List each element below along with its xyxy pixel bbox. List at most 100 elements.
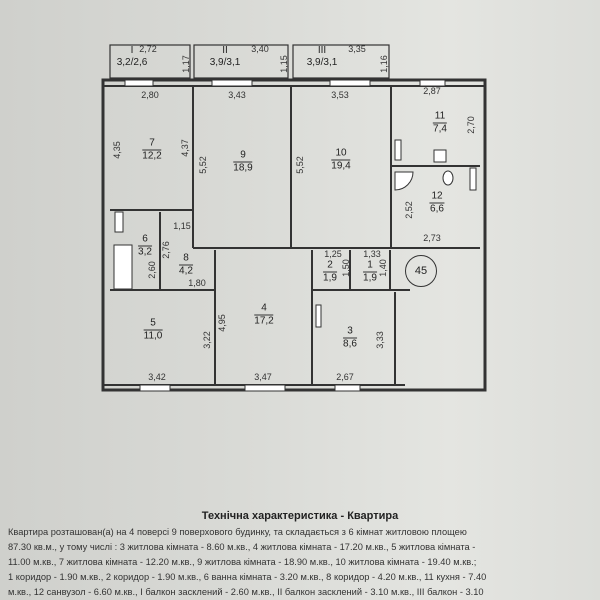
window <box>329 79 371 87</box>
window <box>244 384 286 392</box>
radiator <box>394 139 402 161</box>
dimension: 2,76 <box>161 241 171 259</box>
dimension: 1,50 <box>341 259 351 277</box>
dimension: 3,22 <box>202 331 212 349</box>
room-number: 5 <box>143 318 163 331</box>
room-number: 4 <box>254 303 274 316</box>
dimension: 1,15 <box>279 55 289 73</box>
dimension: 4,35 <box>112 141 122 159</box>
room-number: 12 <box>429 190 445 204</box>
balcony-3-label: III 3,9/3,1 <box>307 45 338 69</box>
balcony-3-outline <box>292 44 390 79</box>
room-area: 6,6 <box>430 203 444 215</box>
dimension: 1,17 <box>181 55 191 73</box>
room-area: 19,4 <box>331 160 351 172</box>
radiator <box>315 304 322 328</box>
room-number: 2 <box>323 260 337 273</box>
dimension: 3,42 <box>148 372 166 382</box>
toilet <box>442 170 454 186</box>
window <box>334 384 361 392</box>
radiator <box>469 167 477 191</box>
balcony-number: II <box>222 45 228 56</box>
dimension: 3,47 <box>254 372 272 382</box>
balcony-number: I <box>130 45 134 56</box>
apartment-number-badge: 45 <box>405 255 437 287</box>
window <box>124 79 154 87</box>
dimension: 5,52 <box>198 156 208 174</box>
document-title: Технічна характеристика - Квартира <box>201 510 399 522</box>
dimension: 2,80 <box>141 90 159 100</box>
dimension: 1,40 <box>378 259 388 277</box>
room-area: 18,9 <box>233 162 253 174</box>
bathtub <box>113 244 133 290</box>
document-body: Квартира розташован(а) на 4 поверсі 9 по… <box>8 527 487 597</box>
balcony-1-outline <box>109 44 191 79</box>
room-number: 11 <box>432 110 448 124</box>
dimension: 2,73 <box>423 233 441 243</box>
stove <box>433 149 447 163</box>
room-area: 8,6 <box>343 338 357 350</box>
window <box>419 79 446 87</box>
radiator <box>114 211 124 233</box>
room-number: 8 <box>179 253 193 266</box>
balcony-2-outline <box>193 44 289 79</box>
room-number: 10 <box>331 148 351 161</box>
balcony-area: 3,2/2,6 <box>116 57 148 68</box>
shower <box>394 171 414 191</box>
room-area: 1,9 <box>363 272 377 284</box>
room-area: 7,4 <box>433 123 447 135</box>
room-number: 3 <box>343 326 357 339</box>
room-number: 7 <box>142 138 162 151</box>
window <box>139 384 171 392</box>
balcony-area: 3,9/3,1 <box>306 57 338 68</box>
outer-wall <box>101 78 487 392</box>
dimension: 3,35 <box>348 44 366 54</box>
dimension: 2,67 <box>336 372 354 382</box>
room-area: 3,2 <box>138 246 152 258</box>
dimension: 2,72 <box>139 44 157 54</box>
window <box>211 79 253 87</box>
room-area: 11,0 <box>143 330 163 342</box>
balcony-area: 3,9/3,1 <box>209 57 241 68</box>
dimension: 1,80 <box>188 278 206 288</box>
balcony-1-label: I 3,2/2,6 <box>117 45 148 69</box>
dimension: 4,37 <box>180 139 190 157</box>
dimension: 1,15 <box>173 221 191 231</box>
room-number: 6 <box>138 234 152 247</box>
room-area: 12,2 <box>142 150 162 162</box>
dimension: 1,25 <box>324 249 342 259</box>
room-number: 1 <box>363 260 377 273</box>
dimension: 2,60 <box>147 261 157 279</box>
room-area: 1,9 <box>323 272 337 284</box>
dimension: 1,16 <box>379 55 389 73</box>
dimension: 3,43 <box>228 90 246 100</box>
dimension: 1,33 <box>363 249 381 259</box>
dimension: 5,52 <box>295 156 305 174</box>
balcony-number: III <box>317 45 327 56</box>
dimension: 2,70 <box>466 116 476 134</box>
dimension: 2,52 <box>404 201 414 219</box>
dimension: 4,95 <box>217 314 227 332</box>
room-area: 17,2 <box>254 315 274 327</box>
dimension: 3,53 <box>331 90 349 100</box>
dimension: 3,33 <box>375 331 385 349</box>
floor-plan <box>101 44 487 392</box>
technical-description: Технічна характеристика - Квартира Кварт… <box>0 510 600 600</box>
room-number: 9 <box>233 150 253 163</box>
room-area: 4,2 <box>179 265 193 277</box>
dimension: 3,40 <box>251 44 269 54</box>
dimension: 2,87 <box>423 86 441 96</box>
balcony-2-label: II 3,9/3,1 <box>210 45 241 69</box>
